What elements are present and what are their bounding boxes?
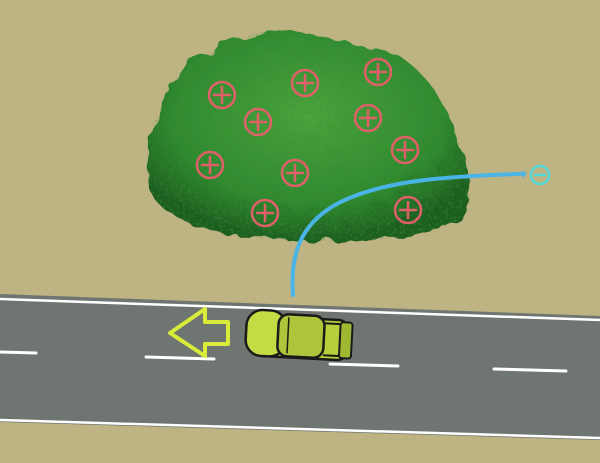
circled-plus-icon[interactable]	[207, 80, 237, 110]
road-edge-top	[0, 297, 600, 322]
bush-targets	[195, 57, 423, 228]
circled-plus-icon[interactable]	[243, 107, 273, 137]
left-arrow-icon[interactable]	[168, 307, 230, 358]
circled-plus-icon[interactable]	[390, 135, 420, 165]
circled-plus-icon[interactable]	[280, 158, 310, 188]
road	[0, 294, 600, 440]
circled-plus-icon[interactable]	[393, 195, 423, 225]
circled-plus-icon[interactable]	[250, 198, 280, 228]
lane-dashes	[0, 350, 568, 373]
road-edge-bottom	[0, 418, 600, 440]
circled-plus-icon[interactable]	[363, 57, 393, 87]
circled-plus-icon[interactable]	[353, 103, 383, 133]
car-icon[interactable]	[244, 308, 354, 362]
movement-path	[290, 172, 522, 297]
circled-plus-icon[interactable]	[290, 68, 320, 98]
path-arrowhead	[522, 170, 527, 178]
circled-minus-icon[interactable]	[529, 164, 551, 186]
circled-plus-icon[interactable]	[195, 150, 225, 180]
